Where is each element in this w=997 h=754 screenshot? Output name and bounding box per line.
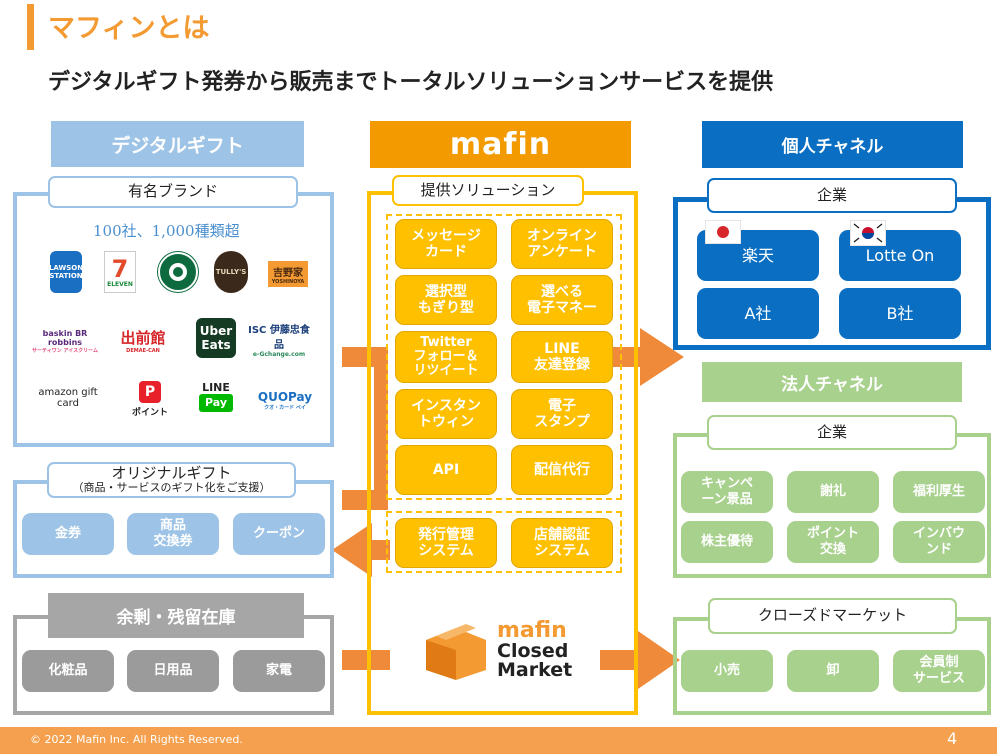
solutions-label: 提供ソリューション bbox=[392, 175, 584, 206]
brand-count: 100社、1,000種類超 bbox=[93, 222, 240, 240]
arrow-bottom-left-shaft bbox=[342, 650, 390, 670]
korea-flag-icon bbox=[850, 220, 886, 246]
solution-e-money: 選べる 電子マネー bbox=[511, 275, 613, 325]
starbucks-siren-icon bbox=[169, 263, 187, 281]
paypay-logo: P ポイント bbox=[130, 377, 170, 421]
arrow-left-head bbox=[332, 523, 372, 577]
footer-bar bbox=[0, 727, 997, 754]
amazon-gift-card-logo: amazon gift card bbox=[38, 387, 98, 409]
mafin-logo: mafin bbox=[370, 121, 631, 168]
yoshinoya-logo: 吉野家 YOSHINOYA bbox=[268, 261, 308, 287]
surplus-inventory-header: 余剰・残留在庫 bbox=[48, 593, 304, 638]
arrow-left-stub-top bbox=[342, 347, 384, 367]
baskin-robbins-logo: baskin BR robbins サーティワン アイスクリーム bbox=[32, 328, 98, 354]
corporate-item-inbound: インバウ ンド bbox=[893, 521, 985, 563]
closed-market-logo: mafin Closed Market bbox=[497, 618, 573, 681]
solution-api: API bbox=[395, 445, 497, 495]
solution-instant-win: インスタン トウィン bbox=[395, 389, 497, 439]
corporate-company-label: 企業 bbox=[707, 415, 957, 450]
original-gift-label: オリジナルギフト （商品・サービスのギフト化をご支援） bbox=[47, 462, 296, 498]
closed-market-item-retail: 小売 bbox=[681, 650, 773, 692]
arrow-right-head bbox=[640, 328, 684, 386]
digital-gift-header: デジタルギフト bbox=[51, 121, 304, 167]
uber-eats-logo: Uber Eats bbox=[196, 318, 236, 358]
japan-flag-icon bbox=[705, 220, 741, 244]
seven-eleven-logo: 7 ELEVEN bbox=[104, 251, 136, 293]
systems-group bbox=[386, 511, 622, 573]
original-gift-item-coupon: クーポン bbox=[233, 513, 325, 555]
surplus-item-cosmetics: 化粧品 bbox=[22, 650, 114, 692]
solution-distribution-service: 配信代行 bbox=[511, 445, 613, 495]
solutions-group bbox=[386, 214, 622, 500]
original-gift-item-cash-voucher: 金券 bbox=[22, 513, 114, 555]
starbucks-logo bbox=[158, 252, 198, 292]
surplus-item-appliances: 家電 bbox=[233, 650, 325, 692]
footer-copyright: © 2022 Mafin Inc. All Rights Reserved. bbox=[30, 733, 243, 746]
solution-selectable-type: 選択型 もぎり型 bbox=[395, 275, 497, 325]
personal-item-a-company: A社 bbox=[697, 288, 819, 339]
paypay-mark-icon: P bbox=[139, 380, 161, 403]
arrow-bottom-right-shaft bbox=[600, 650, 640, 670]
original-gift-item-product-voucher: 商品 交換券 bbox=[127, 513, 219, 555]
closed-market-item-wholesale: 卸 bbox=[787, 650, 879, 692]
arrow-left-shaft bbox=[368, 540, 390, 560]
closed-market-item-membership: 会員制 サービス bbox=[893, 650, 985, 692]
solution-e-stamp: 電子 スタンプ bbox=[511, 389, 613, 439]
closed-market-box-icon bbox=[426, 624, 486, 680]
demae-can-logo: 出前館 DEMAE-CAN bbox=[120, 328, 166, 354]
surplus-item-daily-goods: 日用品 bbox=[127, 650, 219, 692]
corporate-channel-header: 法人チャネル bbox=[702, 362, 962, 402]
solution-line-friend: LINE 友達登録 bbox=[511, 331, 613, 383]
tullys-logo: TULLY'S bbox=[214, 251, 248, 293]
title-accent-bar bbox=[27, 4, 34, 50]
solution-message-card: メッセージ カード bbox=[395, 219, 497, 269]
isc-logo: ISC 伊藤忠食品 e-Gchange.com bbox=[248, 324, 310, 358]
corporate-item-reward: 謝礼 bbox=[787, 471, 879, 513]
personal-channel-header: 個人チャネル bbox=[702, 121, 963, 168]
corporate-item-point-exchange: ポイント 交換 bbox=[787, 521, 879, 563]
system-issuance-management: 発行管理 システム bbox=[395, 518, 497, 568]
page-title: マフィンとは bbox=[48, 13, 210, 44]
corporate-item-welfare: 福利厚生 bbox=[893, 471, 985, 513]
arrow-bottom-head bbox=[638, 631, 680, 689]
solution-online-survey: オンライン アンケート bbox=[511, 219, 613, 269]
lawson-logo: LAWSON STATION bbox=[49, 251, 83, 293]
page-subtitle: デジタルギフト発券から販売までトータルソリューションサービスを提供 bbox=[48, 70, 774, 95]
line-pay-logo: LINE Pay bbox=[196, 377, 236, 415]
personal-company-label: 企業 bbox=[707, 178, 957, 213]
solution-twitter: Twitter フォロー＆ リツイート bbox=[395, 331, 497, 383]
corporate-item-campaign-prize: キャンペ ーン景品 bbox=[681, 471, 773, 513]
corporate-item-shareholder-benefit: 株主優待 bbox=[681, 521, 773, 563]
quo-pay-logo: QUOPay クオ・カード ペイ bbox=[257, 389, 313, 411]
arrow-left-stub-bottom bbox=[342, 490, 384, 510]
system-store-authentication: 店舗認証 システム bbox=[511, 518, 613, 568]
arrow-bracket-vertical bbox=[374, 347, 388, 510]
famous-brands-label: 有名ブランド bbox=[48, 176, 298, 208]
closed-market-label: クローズドマーケット bbox=[708, 598, 957, 634]
footer-page-number: 4 bbox=[947, 729, 958, 748]
personal-item-b-company: B社 bbox=[839, 288, 961, 339]
